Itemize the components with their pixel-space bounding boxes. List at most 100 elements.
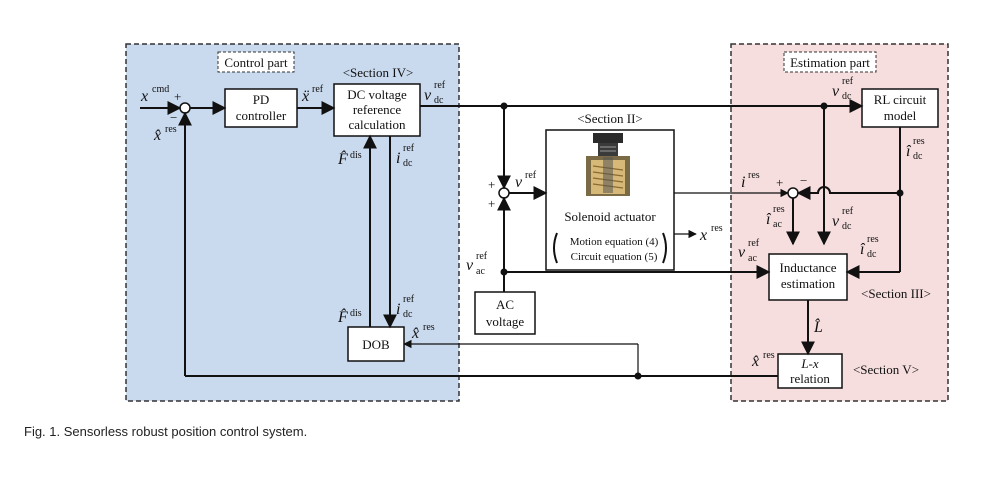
solenoid-title: Solenoid actuator: [564, 209, 656, 224]
svg-text:i: i: [396, 301, 400, 318]
signal-x-res-feedback: x̂ res: [153, 124, 177, 144]
svg-text:dc: dc: [867, 249, 877, 260]
svg-text:AC: AC: [496, 297, 514, 312]
l-x-relation-block: L-x relation: [777, 353, 843, 389]
svg-text:RL circuit: RL circuit: [874, 92, 927, 107]
svg-text:ac: ac: [773, 219, 782, 230]
svg-text:ref: ref: [434, 80, 446, 91]
svg-text:î: î: [860, 241, 866, 258]
block-diagram: Control part Estimation part <Section IV…: [125, 43, 949, 402]
svg-text:x: x: [140, 88, 148, 105]
svg-text:ref: ref: [403, 294, 415, 305]
svg-text:res: res: [748, 170, 760, 181]
svg-text:res: res: [773, 204, 785, 215]
svg-text:res: res: [763, 350, 775, 361]
svg-text:dc: dc: [842, 91, 852, 102]
svg-text:ac: ac: [476, 266, 485, 277]
svg-text:res: res: [711, 223, 723, 234]
svg-text:L-x: L-x: [800, 356, 819, 371]
signal-v-ac-ref-ind: v ref ac: [738, 238, 760, 264]
signal-v-ac-ref: v ref ac: [466, 251, 488, 277]
svg-text:res: res: [913, 136, 925, 147]
signal-v-ref: v ref: [515, 170, 537, 191]
signal-i-ac-res: î res ac: [766, 204, 785, 230]
signal-x-res-dob: x̂ res: [411, 322, 435, 342]
figure-caption: Fig. 1. Sensorless robust position contr…: [24, 424, 308, 439]
signal-f-dis-top: F̂ dis: [337, 149, 362, 168]
svg-text:v: v: [832, 213, 840, 230]
signal-i-dc-ref-top: i ref dc: [396, 143, 415, 169]
signal-i-dc-res-rl: î res dc: [906, 136, 925, 162]
svg-text:voltage: voltage: [486, 314, 524, 329]
svg-text:ẍ: ẍ: [301, 88, 310, 105]
svg-text:ref: ref: [403, 143, 415, 154]
signal-x-res-out: x res: [699, 223, 723, 244]
pd-controller-block: PD controller: [224, 88, 298, 128]
dob-block: DOB: [347, 326, 405, 362]
svg-text:v: v: [515, 174, 523, 191]
svg-text:ref: ref: [525, 170, 537, 181]
signal-xdd-ref: ẍ ref: [301, 84, 324, 105]
svg-text:model: model: [884, 108, 917, 123]
svg-text:+: +: [488, 177, 495, 192]
svg-text:dc: dc: [434, 95, 444, 106]
svg-text:x̂: x̂: [411, 325, 419, 342]
signal-f-dis-bottom: F̂ dis: [337, 307, 362, 326]
svg-text:relation: relation: [790, 371, 830, 386]
signal-v-dc-ref: v ref dc: [424, 80, 446, 106]
signal-i-res: i res: [741, 170, 760, 191]
svg-text:−: −: [800, 173, 807, 188]
dc-voltage-reference-block: DC voltage reference calculation: [333, 83, 421, 137]
svg-text:dis: dis: [350, 150, 362, 161]
svg-text:Inductance: Inductance: [779, 260, 836, 275]
svg-text:x̂: x̂: [153, 127, 161, 144]
svg-text:ref: ref: [476, 251, 488, 262]
signal-l-hat: L̂: [813, 317, 823, 336]
svg-text:v: v: [832, 83, 840, 100]
circuit-equation-label: Circuit equation (5): [571, 251, 658, 263]
svg-text:calculation: calculation: [348, 117, 406, 132]
svg-text:+: +: [776, 175, 783, 190]
estimation-part-label: Estimation part: [790, 55, 870, 70]
svg-text:v: v: [466, 257, 474, 274]
svg-text:x: x: [699, 227, 707, 244]
svg-text:i: i: [396, 150, 400, 167]
svg-text:res: res: [165, 124, 177, 135]
svg-text:x̂: x̂: [751, 353, 759, 370]
sum-junction-position: [179, 102, 191, 114]
section-iv-label: <Section IV>: [343, 65, 414, 80]
svg-text:DOB: DOB: [362, 337, 390, 352]
section-iii-label: <Section III>: [861, 286, 931, 301]
signal-v-dc-ref-rl: v ref dc: [832, 76, 854, 102]
svg-text:reference: reference: [353, 102, 402, 117]
svg-text:ref: ref: [748, 238, 760, 249]
svg-text:ref: ref: [842, 76, 854, 87]
solenoid-actuator-block: Solenoid actuator Motion equation (4) Ci…: [545, 129, 675, 271]
svg-text:i: i: [741, 174, 745, 191]
sum-junction-current: [787, 187, 799, 199]
svg-text:F̂: F̂: [337, 149, 348, 168]
svg-text:cmd: cmd: [152, 84, 169, 95]
control-part-label: Control part: [224, 55, 288, 70]
svg-text:î: î: [906, 143, 912, 160]
ac-voltage-block: AC voltage: [474, 291, 536, 335]
signal-i-dc-res-ind: î res dc: [860, 234, 879, 260]
section-v-label: <Section V>: [853, 362, 919, 377]
svg-text:ref: ref: [842, 206, 854, 217]
motion-equation-label: Motion equation (4): [570, 236, 659, 248]
svg-text:ac: ac: [748, 253, 757, 264]
svg-text:dc: dc: [913, 151, 923, 162]
svg-text:dc: dc: [842, 221, 852, 232]
svg-text:v: v: [424, 87, 432, 104]
signal-x-res-lx: x̂ res: [751, 350, 775, 370]
svg-text:PD: PD: [253, 92, 270, 107]
signal-v-dc-ref-ind: v ref dc: [832, 206, 854, 232]
svg-text:î: î: [766, 211, 772, 228]
svg-text:−: −: [170, 110, 177, 125]
svg-text:ref: ref: [312, 84, 324, 95]
inductance-estimation-block: Inductance estimation: [768, 253, 848, 301]
signal-x-cmd: x cmd: [140, 84, 169, 105]
sum-junction-voltage: [498, 187, 510, 199]
signal-i-dc-ref-bottom: i ref dc: [396, 294, 415, 320]
svg-text:L̂: L̂: [813, 317, 823, 336]
